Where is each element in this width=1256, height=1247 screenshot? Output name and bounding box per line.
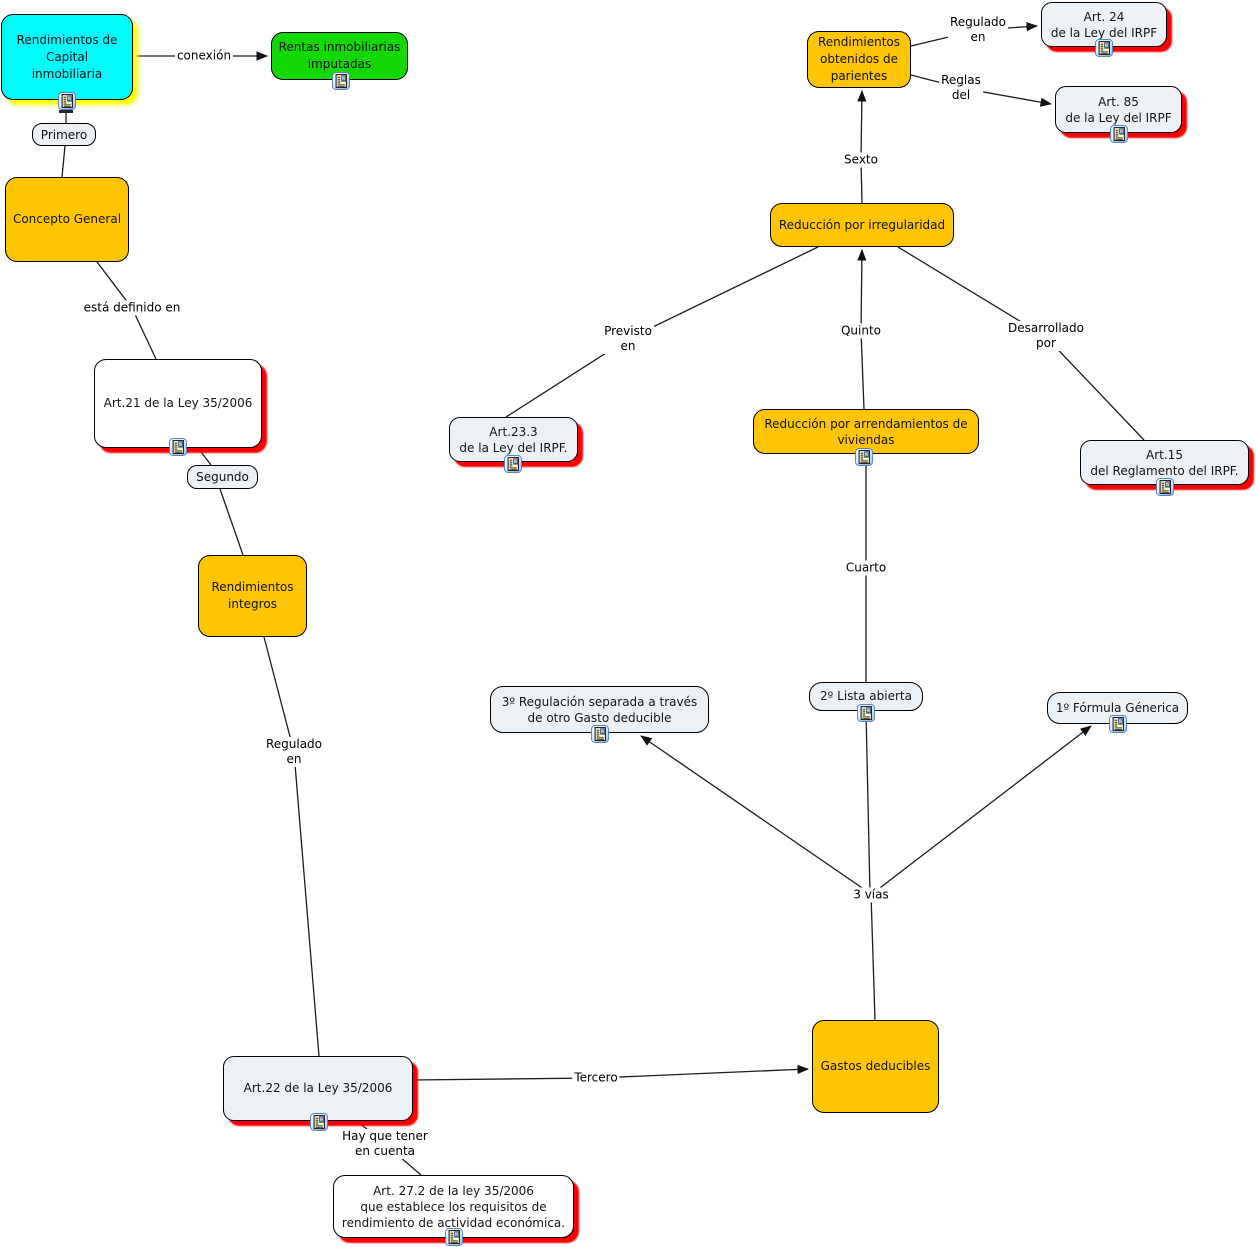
linking-phrase-regulado-en-2[interactable]: Regulado en bbox=[947, 15, 1009, 45]
linking-phrase-quinto[interactable]: Quinto bbox=[838, 323, 884, 339]
resource-icon[interactable] bbox=[310, 1113, 328, 1131]
line-3vias-trunk bbox=[870, 893, 876, 1021]
node-reduccion-arrendamientos-viviendas[interactable]: Reducción por arrendamientos de vivienda… bbox=[753, 409, 979, 454]
resource-icon[interactable] bbox=[332, 72, 350, 90]
node-art21-ley-35-2006[interactable]: Art.21 de la Ley 35/2006 bbox=[94, 359, 262, 448]
line-primero-bottom bbox=[61, 145, 66, 178]
linking-phrase-reglas-del[interactable]: Reglas del bbox=[939, 73, 983, 103]
node-reduccion-irregularidad[interactable]: Reducción por irregularidad bbox=[770, 203, 954, 247]
node-rendimientos-integros[interactable]: Rendimientos integros bbox=[198, 555, 307, 637]
linking-phrase-hay-que-tener[interactable]: Hay que tener en cuenta bbox=[340, 1129, 430, 1159]
linking-phrase-3-vias[interactable]: 3 vías bbox=[851, 887, 891, 903]
resource-icon[interactable] bbox=[58, 92, 76, 110]
line-segundo-bottom bbox=[219, 488, 244, 556]
linking-phrase-regulado-en-1[interactable]: Regulado en bbox=[263, 737, 325, 767]
node-lista-abierta[interactable]: 2º Lista abierta bbox=[809, 682, 923, 711]
node-gastos-deducibles[interactable]: Gastos deducibles bbox=[812, 1020, 939, 1113]
linking-phrase-conexion[interactable]: conexión bbox=[174, 48, 234, 64]
linking-phrase-primero[interactable]: Primero bbox=[32, 123, 96, 146]
line-3vias-to-formula bbox=[871, 725, 1092, 895]
linking-phrase-sexto[interactable]: Sexto bbox=[842, 152, 880, 168]
node-concepto-general[interactable]: Concepto General bbox=[5, 177, 129, 262]
resource-icon[interactable] bbox=[1095, 39, 1113, 57]
line-previsto-en bbox=[505, 246, 819, 418]
resource-icon[interactable] bbox=[1156, 478, 1174, 496]
line-3vias-to-regulacion bbox=[640, 735, 872, 895]
linking-phrase-cuarto[interactable]: Cuarto bbox=[843, 560, 889, 576]
resource-icon[interactable] bbox=[855, 448, 873, 466]
line-3vias-to-lista bbox=[865, 710, 871, 895]
resource-icon[interactable] bbox=[504, 455, 522, 473]
resource-icon[interactable] bbox=[1109, 715, 1127, 733]
node-art27-2-ley-35-2006[interactable]: Art. 27.2 de la ley 35/2006 que establec… bbox=[333, 1175, 574, 1238]
linking-phrase-segundo[interactable]: Segundo bbox=[187, 465, 258, 489]
linking-phrase-esta-definido-en[interactable]: está definido en bbox=[81, 300, 183, 316]
line-regulado-en-1 bbox=[263, 636, 320, 1057]
node-rendimientos-parientes[interactable]: Rendimientos obtenidos de parientes bbox=[807, 31, 911, 88]
linking-phrase-desarrollado-por[interactable]: Desarrollado por bbox=[1006, 321, 1086, 351]
resource-icon[interactable] bbox=[857, 704, 875, 722]
resource-icon[interactable] bbox=[591, 725, 609, 743]
resource-icon[interactable] bbox=[445, 1228, 463, 1246]
icon-drop-shadow bbox=[59, 110, 73, 113]
node-art22-ley-35-2006[interactable]: Art.22 de la Ley 35/2006 bbox=[223, 1056, 413, 1121]
line-segundo-top bbox=[197, 447, 212, 466]
node-rendimientos-capital-inmobiliaria[interactable]: Rendimientos de Capital inmobiliaria bbox=[1, 14, 133, 100]
linking-phrase-previsto-en[interactable]: Previsto en bbox=[602, 324, 654, 354]
linking-phrase-tercero[interactable]: Tercero bbox=[572, 1070, 620, 1086]
resource-icon[interactable] bbox=[1110, 125, 1128, 143]
resource-icon[interactable] bbox=[169, 438, 187, 456]
node-art15-reglamento-irpf[interactable]: Art.15 del Reglamento del IRPF. bbox=[1080, 440, 1249, 485]
line-sexto bbox=[857, 90, 867, 204]
